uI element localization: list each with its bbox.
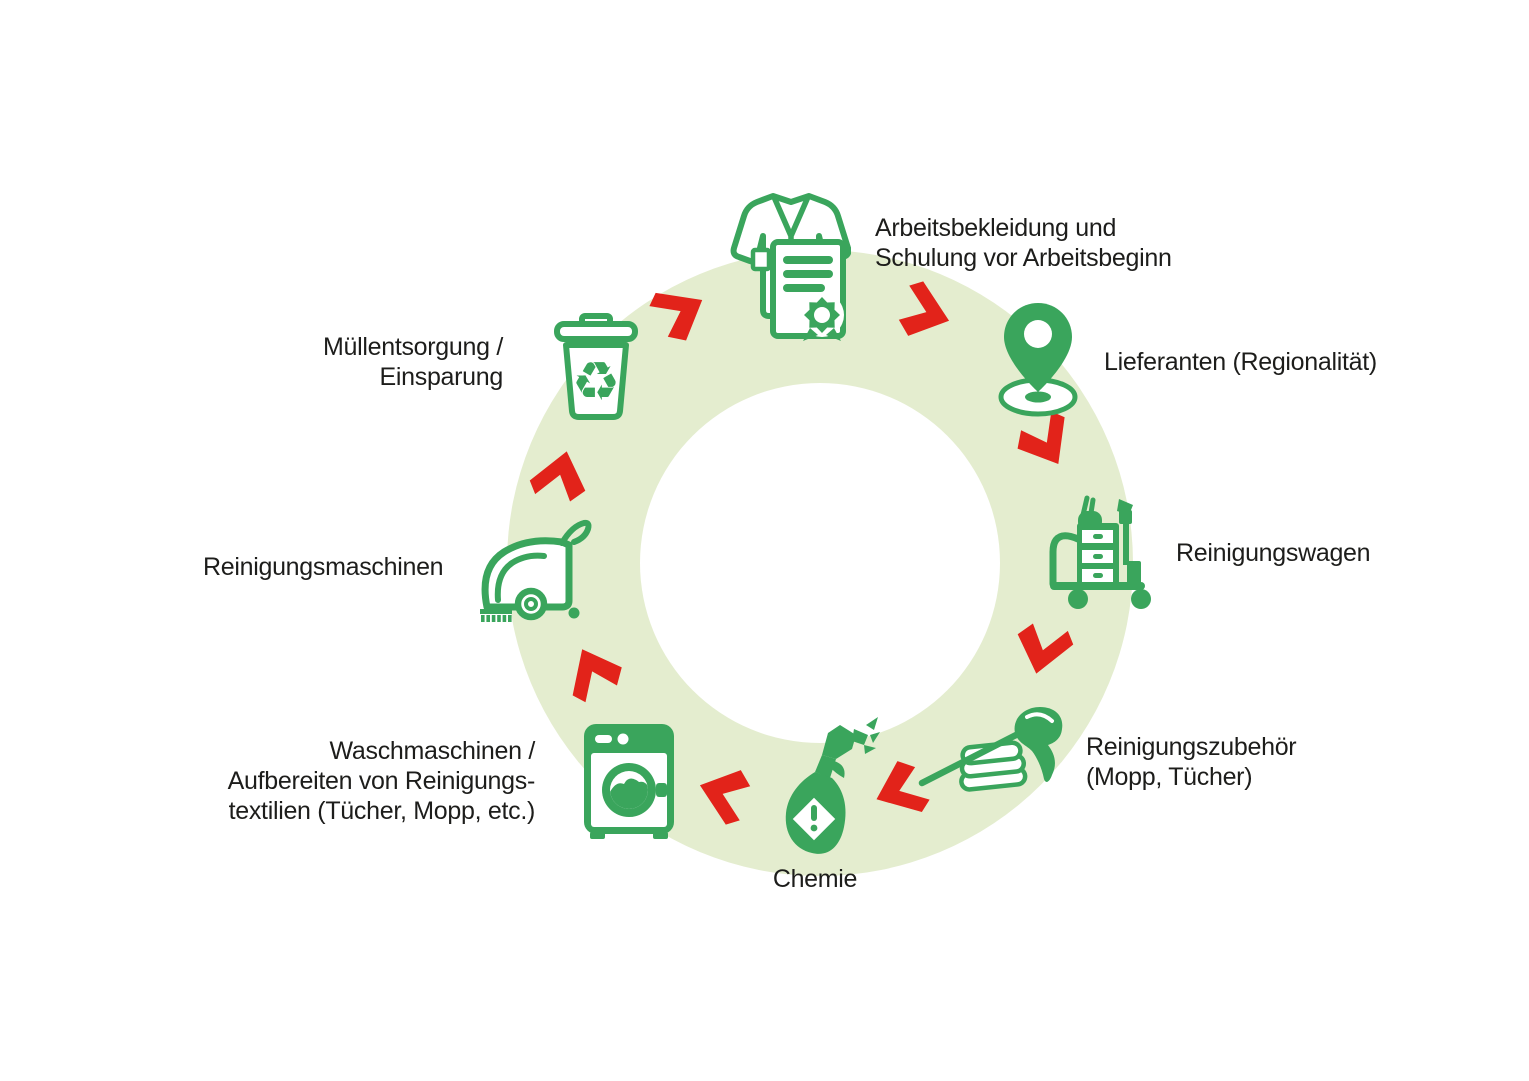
chevron-arrow-icon <box>863 753 935 827</box>
mop-icon <box>912 695 1067 800</box>
label-suppliers: Lieferanten (Regionalität) <box>1104 348 1377 376</box>
cycle-ring-hole <box>640 383 1000 743</box>
recycle-symbol: ♻ <box>572 350 620 413</box>
chevron-arrow-icon <box>555 634 632 708</box>
chevron-arrow-icon <box>1007 405 1085 482</box>
coat-certificate-icon <box>727 186 851 342</box>
label-workwear-training: Arbeitsbekleidung und Schulung vor Arbei… <box>875 214 1172 272</box>
location-pin-icon <box>995 300 1081 418</box>
label-cleaning-machines: Reinigungsmaschinen <box>203 553 444 581</box>
chevron-arrow-icon <box>686 754 761 831</box>
cleaning-cart-icon <box>1035 485 1175 620</box>
label-washing-machines: Waschmaschinen / Aufbereiten von Reinigu… <box>227 737 536 825</box>
label-chemistry: Chemie <box>772 865 858 893</box>
floor-scrubber-icon <box>474 512 594 624</box>
chevron-arrow-icon <box>643 273 719 351</box>
recycle-bin-icon: ♻ <box>540 312 652 424</box>
chevron-arrow-icon <box>889 274 964 351</box>
chevron-arrow-icon <box>524 439 598 511</box>
label-waste-disposal: Müllentsorgung / Einsparung <box>322 333 503 391</box>
label-cleaning-cart: Reinigungswagen <box>1176 539 1371 567</box>
spray-bottle-icon <box>770 715 880 865</box>
washing-machine-icon <box>582 722 676 840</box>
chevron-arrow-icon <box>1005 614 1079 686</box>
label-cleaning-accessories: Reinigungszubehör (Mopp, Tücher) <box>1086 733 1297 791</box>
